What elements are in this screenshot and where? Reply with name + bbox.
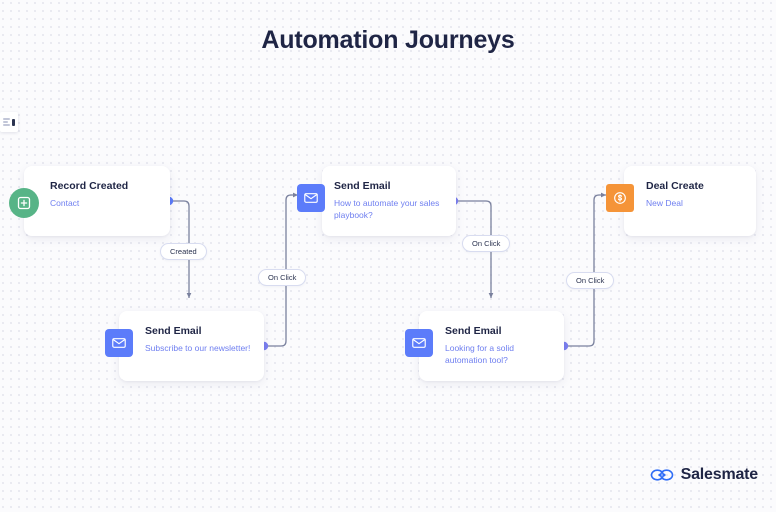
panel-toggle-handle[interactable] xyxy=(12,118,15,126)
envelope-icon xyxy=(297,184,325,212)
brand-logo: Salesmate xyxy=(650,466,758,484)
collapsed-panel[interactable] xyxy=(0,112,18,132)
brand-name: Salesmate xyxy=(680,466,759,483)
page-title: Automation Journeys xyxy=(261,26,515,54)
connector-pill-on-click-2[interactable]: On Click xyxy=(462,235,511,252)
node-send-email-top-middle[interactable]: Send Email How to automate your sales pl… xyxy=(297,166,456,236)
node-send-email-bottom-middle[interactable]: Send Email Looking for a solid automatio… xyxy=(405,311,564,381)
node-deal-create[interactable]: Deal Create New Deal xyxy=(606,166,756,236)
node-title: Send Email xyxy=(445,325,502,337)
salesmate-link-icon xyxy=(650,469,673,481)
panel-lines-icon xyxy=(3,118,10,126)
envelope-icon xyxy=(405,329,433,357)
dollar-circle-icon xyxy=(606,184,634,212)
node-title: Send Email xyxy=(334,180,391,192)
node-title: Deal Create xyxy=(646,180,704,192)
node-subtitle: New Deal xyxy=(646,197,683,208)
node-send-email-bottom-left[interactable]: Send Email Subscribe to our newsletter! xyxy=(105,311,264,381)
node-title: Record Created xyxy=(50,180,129,192)
node-subtitle: Subscribe to our newsletter! xyxy=(145,342,251,353)
node-record-created[interactable]: Record Created Contact xyxy=(9,166,170,236)
connector-pill-on-click-3[interactable]: On Click xyxy=(566,272,615,289)
node-subtitle: Looking for a solid automation tool? xyxy=(445,342,514,365)
envelope-icon xyxy=(105,329,133,357)
node-subtitle: How to automate your sales playbook? xyxy=(334,197,440,220)
connector-pill-on-click-1[interactable]: On Click xyxy=(258,269,307,286)
record-add-icon xyxy=(9,188,39,218)
node-title: Send Email xyxy=(145,325,202,337)
connector-pill-created[interactable]: Created xyxy=(160,243,207,260)
node-subtitle: Contact xyxy=(50,197,80,208)
